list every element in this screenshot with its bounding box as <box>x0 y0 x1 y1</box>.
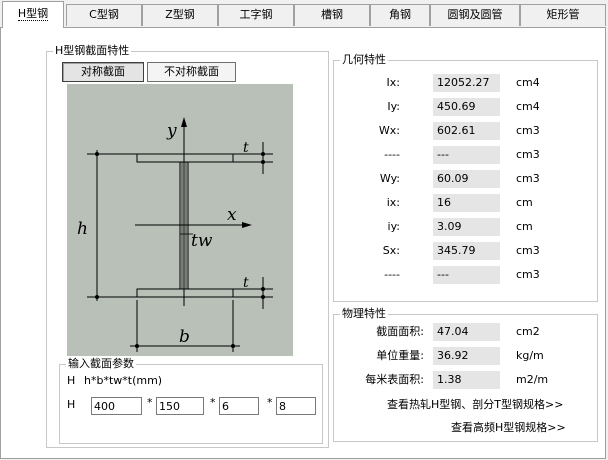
section-properties-group: H型钢截面特性 <box>46 45 329 448</box>
phys-label: 每米表面积: <box>365 373 424 386</box>
geo-label: Ix: <box>386 76 400 89</box>
geo-value: 602.61 <box>433 122 500 140</box>
separator-star: * <box>210 396 216 409</box>
phys-value: 1.38 <box>433 371 500 389</box>
tab-label: 工字钢 <box>239 8 273 21</box>
geo-value: 12052.27 <box>433 74 500 92</box>
phys-label: 单位重量: <box>376 349 424 362</box>
geo-label: Wx: <box>378 124 400 137</box>
tab-label: H型钢 <box>17 7 49 21</box>
h-dimension-label: h <box>77 219 88 239</box>
t-bottom-label: t <box>243 275 249 291</box>
tab-label: 角钢 <box>389 8 411 21</box>
tab-label: C型钢 <box>89 8 119 21</box>
x-axis-label: x <box>227 205 237 225</box>
high-frequency-spec-link[interactable]: 查看高频H型钢规格>> <box>451 421 566 434</box>
geo-label: ---- <box>384 148 400 161</box>
geo-unit: cm3 <box>516 148 540 161</box>
geo-label: Iy: <box>387 100 400 113</box>
height-input[interactable] <box>91 397 142 415</box>
geo-label: ---- <box>384 268 400 281</box>
tab-i-beam[interactable]: 工字钢 <box>218 4 294 26</box>
phys-label: 截面面积: <box>376 325 424 338</box>
tab-label: 圆钢及圆管 <box>447 8 503 21</box>
geo-label: Wy: <box>379 172 400 185</box>
separator-star: * <box>267 396 273 409</box>
phys-unit: cm2 <box>516 325 540 338</box>
group-title: 输入截面参数 <box>68 357 134 370</box>
web-thickness-input[interactable] <box>219 397 259 415</box>
geo-value: 345.79 <box>433 242 500 260</box>
group-title: 物理特性 <box>342 307 386 320</box>
symmetric-section-button[interactable]: 对称截面 <box>62 62 144 82</box>
geo-unit: cm3 <box>516 268 540 281</box>
geometric-properties-group: 几何特性 <box>333 54 598 302</box>
b-dimension-label: b <box>179 327 190 347</box>
input-format-prefix: H <box>67 374 76 387</box>
geo-value: 60.09 <box>433 170 500 188</box>
input-format-hint: h*b*tw*t(mm) <box>84 374 163 387</box>
h-section-diagram: y x h b tw t t <box>67 84 293 356</box>
input-row-label: H <box>67 398 76 411</box>
phys-value: 47.04 <box>433 323 500 341</box>
tab-channel[interactable]: 槽钢 <box>294 4 370 26</box>
geo-unit: cm3 <box>516 244 540 257</box>
tab-label: Z型钢 <box>165 8 195 21</box>
bottom-flange <box>136 288 234 298</box>
tab-label: 矩形管 <box>546 8 580 21</box>
tab-angle[interactable]: 角钢 <box>370 4 430 26</box>
tab-h-steel[interactable]: H型钢 <box>2 1 64 28</box>
geo-unit: cm <box>516 220 533 233</box>
geo-value: 3.09 <box>433 218 500 236</box>
tab-bar: H型钢 C型钢 Z型钢 工字钢 槽钢 角钢 圆钢及圆管 矩形管 <box>0 0 608 28</box>
geo-label: ix: <box>386 196 400 209</box>
hot-rolled-spec-link[interactable]: 查看热轧H型钢、剖分T型钢规格>> <box>387 398 564 411</box>
y-axis-label: y <box>166 121 177 141</box>
geo-value: 16 <box>433 194 500 212</box>
geo-value: --- <box>433 266 500 284</box>
physical-properties-group: 物理特性 <box>333 308 598 442</box>
geo-unit: cm4 <box>516 76 540 89</box>
tab-label: 槽钢 <box>321 8 343 21</box>
t-top-label: t <box>243 140 249 156</box>
tab-c-steel[interactable]: C型钢 <box>66 4 142 26</box>
geo-label: Sx: <box>382 244 400 257</box>
geo-unit: cm3 <box>516 172 540 185</box>
tab-round-tube[interactable]: 圆钢及圆管 <box>430 4 520 26</box>
separator-star: * <box>147 396 153 409</box>
group-title: H型钢截面特性 <box>55 44 130 57</box>
phys-unit: m2/m <box>516 373 549 386</box>
geo-value: 450.69 <box>433 98 500 116</box>
tab-z-steel[interactable]: Z型钢 <box>142 4 218 26</box>
asymmetric-section-button[interactable]: 不对称截面 <box>147 62 236 82</box>
geo-unit: cm3 <box>516 124 540 137</box>
geo-label: iy: <box>387 220 400 233</box>
width-input[interactable] <box>156 397 204 415</box>
tw-dimension-label: tw <box>191 231 213 251</box>
group-title: 几何特性 <box>342 53 386 66</box>
tab-rect-tube[interactable]: 矩形管 <box>520 4 606 26</box>
geo-value: --- <box>433 146 500 164</box>
flange-thickness-input[interactable] <box>276 397 316 415</box>
geo-unit: cm4 <box>516 100 540 113</box>
input-parameters-group: 输入截面参数 <box>59 358 323 444</box>
phys-unit: kg/m <box>516 349 544 362</box>
geo-unit: cm <box>516 196 533 209</box>
top-flange <box>136 153 234 163</box>
phys-value: 36.92 <box>433 347 500 365</box>
